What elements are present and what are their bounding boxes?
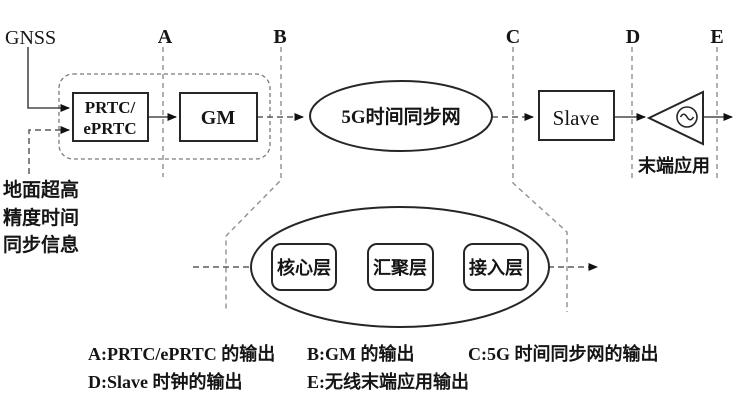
ground-sync-input-arrow: [28, 126, 70, 174]
marker-a-label: A: [158, 26, 173, 48]
guide-line-c: [512, 47, 568, 312]
legend-item-d: D:Slave 时钟的输出: [88, 371, 243, 392]
legend-item-a: A:PRTC/ePRTC 的输出: [88, 343, 275, 364]
marker-c-label: C: [506, 26, 520, 48]
gnss-input-arrow: [27, 47, 70, 112]
gm-box: [179, 92, 258, 142]
prtc-label-line1: PRTC/: [85, 98, 136, 117]
legend-item-b: B:GM 的输出: [307, 343, 415, 364]
slave-label: Slave: [553, 106, 600, 130]
aggregation-layer-label: 汇聚层: [373, 258, 427, 278]
core-layer-label: 核心层: [277, 257, 331, 278]
gnss-label: GNSS: [5, 27, 56, 49]
sync-network-ellipse: [309, 80, 493, 152]
access-layer-box: [463, 243, 529, 291]
marker-e-label: E: [710, 26, 723, 48]
gm-label: GM: [201, 107, 236, 129]
aggregation-layer-box: [367, 243, 434, 291]
source-note-line1: 地面超高: [3, 178, 79, 201]
access-layer-label: 接入层: [469, 257, 523, 278]
prtc-label-line2: ePRTC: [83, 119, 136, 138]
source-note-line2: 精度时间: [3, 206, 79, 229]
core-layer-box: [271, 243, 337, 291]
end-application-label: 末端应用: [638, 155, 710, 176]
legend-item-e: E:无线末端应用输出: [307, 371, 469, 392]
source-note-line3: 同步信息: [3, 233, 79, 256]
sync-network-label: 5G时间同步网: [341, 106, 460, 128]
end-application-triangle-icon: [646, 90, 704, 146]
marker-d-label: D: [626, 26, 640, 48]
legend-item-c: C:5G 时间同步网的输出: [468, 343, 659, 364]
prtc-box: [72, 92, 149, 142]
guide-line-b: [225, 47, 282, 310]
slave-box: [538, 90, 615, 141]
marker-b-label: B: [273, 26, 286, 48]
sine-wave-glyph: [679, 113, 695, 121]
